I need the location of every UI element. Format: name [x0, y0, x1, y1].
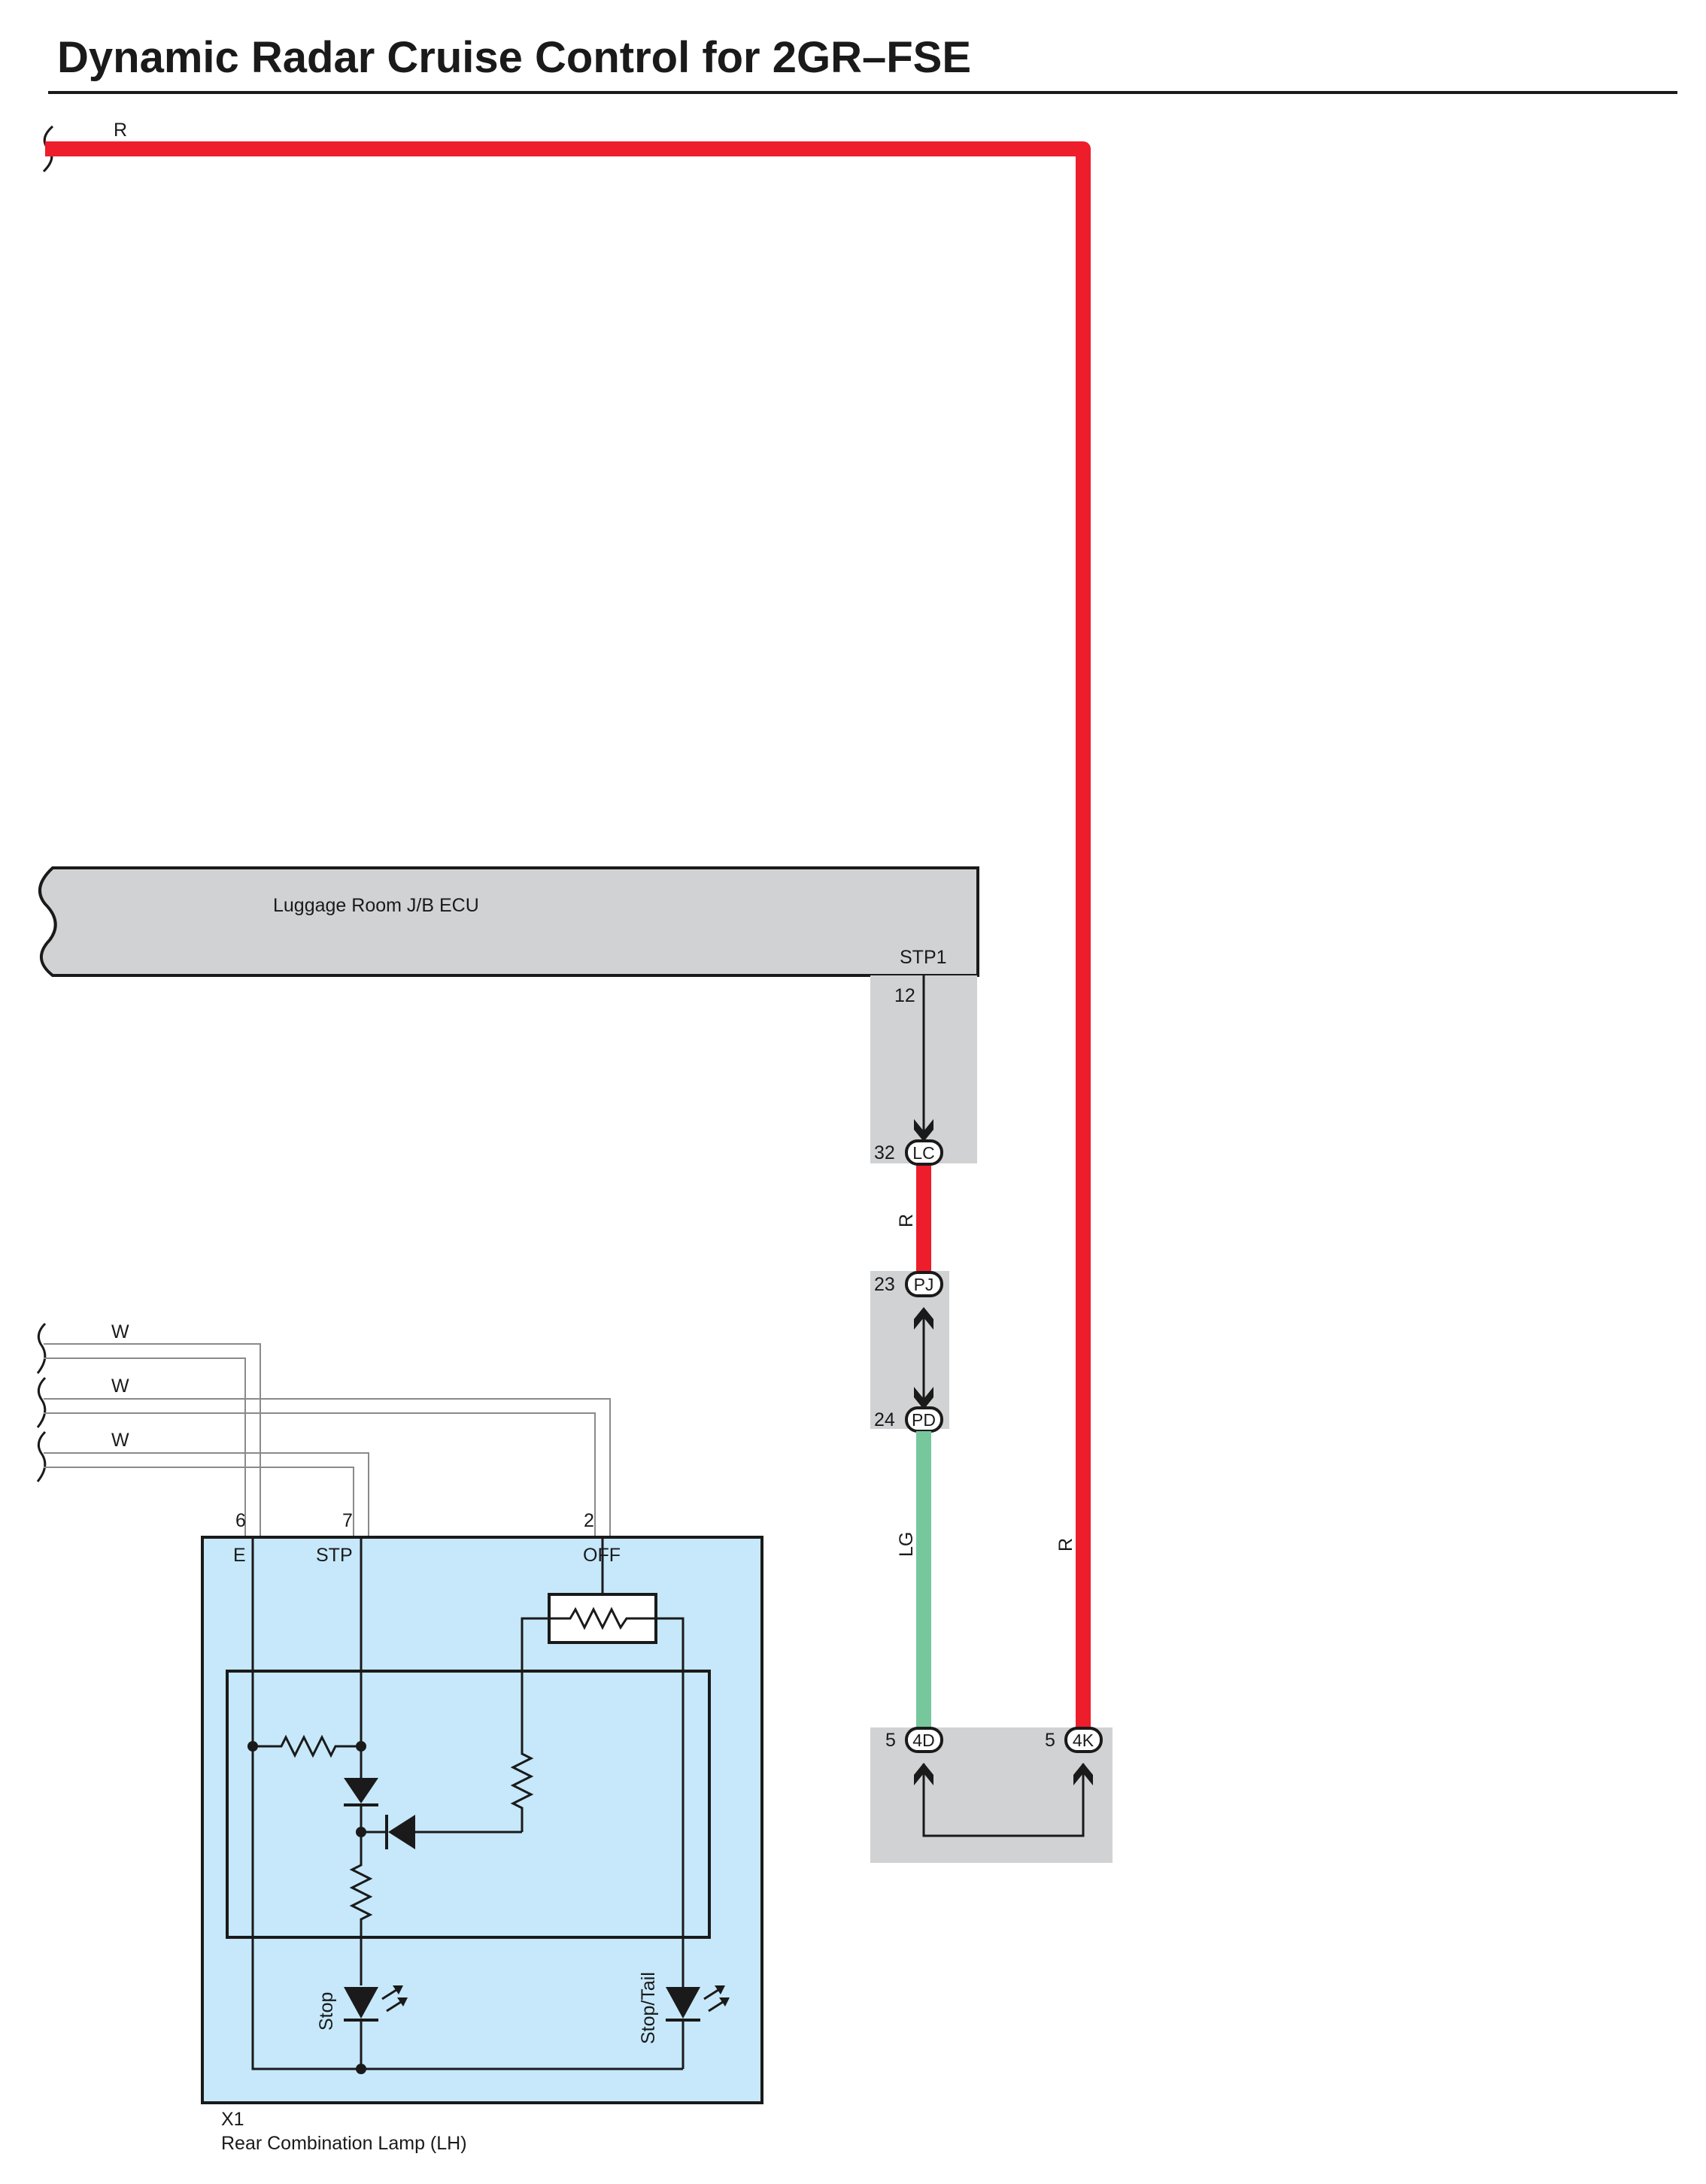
connector-pd: PD 24	[874, 1406, 943, 1433]
break-mark-w1	[36, 1322, 47, 1374]
wire-top-red: R	[42, 120, 1091, 1730]
lamp-terminal-stp: STP	[316, 1545, 353, 1566]
junction-dot	[356, 2064, 366, 2074]
lamp-inner-module	[226, 1670, 711, 1939]
lamp-pin-stp: 7	[342, 1510, 353, 1531]
diode-2-icon	[385, 1815, 415, 1849]
ecu-name: Luggage Room J/B ECU	[273, 895, 479, 916]
ecu-body	[38, 866, 979, 977]
wire-label-top-r: R	[114, 120, 127, 141]
connector-4d: 4D 5	[885, 1727, 943, 1753]
connector-4k-code: 4K	[1073, 1731, 1094, 1750]
lamp-terminal-e: E	[233, 1545, 246, 1566]
connector-4k-pin: 5	[1045, 1730, 1055, 1751]
break-mark-w2	[36, 1376, 47, 1428]
connector-lc: LC 32	[874, 1139, 943, 1166]
junction-dot	[356, 1827, 366, 1837]
lamp-pin-e: 6	[235, 1510, 246, 1531]
connector-4d-code: 4D	[912, 1731, 934, 1750]
lamp-circuit	[251, 1537, 685, 2070]
connector-4k: 4K 5	[1045, 1727, 1103, 1753]
connector-pd-code: PD	[912, 1410, 936, 1430]
lamp-id: X1	[221, 2109, 244, 2130]
wire-4d-4k-link	[922, 1764, 1085, 1837]
lamp-body	[201, 1536, 763, 2104]
wire-label-w1: W	[111, 1321, 129, 1342]
wire-red-main	[45, 141, 1091, 1730]
connector-pd-pin: 24	[874, 1409, 895, 1430]
ecu-terminal-stp1: STP1	[900, 947, 947, 968]
junction-pj-pd-block	[870, 1271, 949, 1429]
lamp-pin-off: 2	[584, 1510, 594, 1531]
wire-w2-outer	[44, 1398, 611, 1536]
junction-dot	[356, 1741, 366, 1752]
connector-lc-pin: 32	[874, 1142, 895, 1163]
wire-w3-outer	[44, 1452, 369, 1536]
wire-label-r-lc-pj: R	[896, 1214, 917, 1227]
wire-label-lg: LG	[896, 1532, 917, 1557]
connector-pj-code: PJ	[914, 1275, 934, 1294]
connector-4d-pin: 5	[885, 1730, 896, 1751]
white-wires	[36, 1322, 611, 1536]
connector-lc-code: LC	[912, 1143, 934, 1163]
wire-label-w2: W	[111, 1376, 129, 1397]
wire-label-r-right: R	[1055, 1538, 1076, 1552]
led-stoptail-label: Stop/Tail	[638, 1972, 659, 2044]
junction-dot	[247, 1741, 258, 1752]
wire-w1-inner	[44, 1357, 246, 1536]
ecu-pin-12: 12	[894, 985, 915, 1006]
ecu-luggage-room-jb: Luggage Room J/B ECU STP1	[38, 866, 979, 977]
rear-combination-lamp-lh: E STP OFF	[201, 1536, 763, 2104]
page-title: Dynamic Radar Cruise Control for 2GR–FSE	[57, 33, 971, 82]
connector-pj: PJ 23	[874, 1271, 943, 1297]
break-mark-w3	[36, 1430, 47, 1482]
wire-w1-outer	[44, 1343, 261, 1536]
wire-w2-inner	[44, 1412, 596, 1536]
led-stoptail-icon	[666, 1985, 730, 2022]
led-stop-icon	[344, 1985, 408, 2022]
connector-pj-pin: 23	[874, 1274, 895, 1295]
led-stop-label: Stop	[316, 1992, 337, 2031]
lamp-name: Rear Combination Lamp (LH)	[221, 2133, 467, 2154]
diode-1-icon	[344, 1778, 378, 1806]
wire-w3-inner	[44, 1467, 354, 1536]
wire-label-w3: W	[111, 1430, 129, 1451]
